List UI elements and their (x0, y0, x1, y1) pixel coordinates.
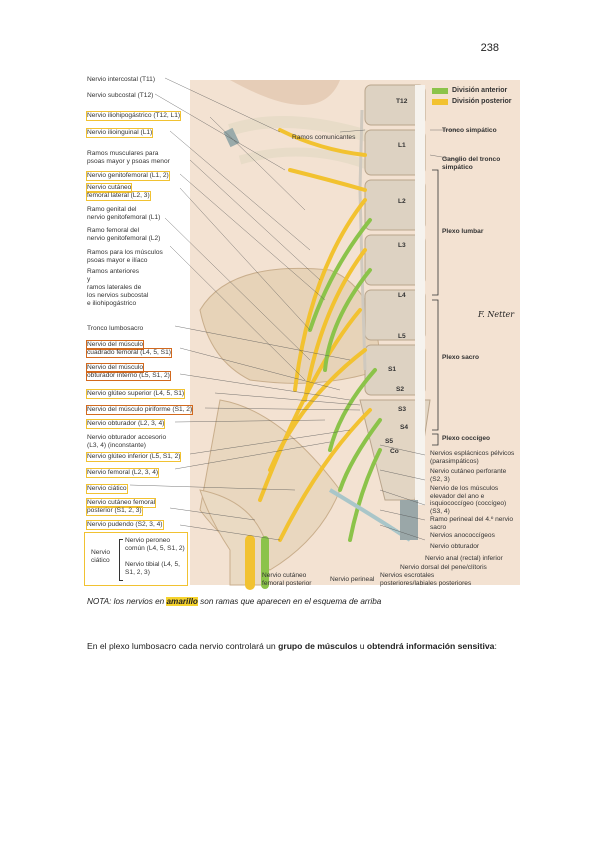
netter-signature: F. Netter (478, 310, 515, 319)
left-label: Nervio cutáneo femoral (85, 498, 157, 508)
left-label: Ramos para los músculos (87, 249, 163, 256)
sciatic-peroneal-label: Nervio peroneo común (L4, 5, S1, 2) (125, 537, 185, 552)
note-prefix: NOTA: los nervios en (87, 597, 167, 606)
left-label: Nervio subcostal (T12) (87, 92, 154, 99)
left-label: Nervio del músculo (85, 363, 145, 373)
left-label: y (87, 276, 91, 283)
left-label: Nervio iliohipogástrico (T12, L1) (85, 111, 182, 121)
paragraph-bold: grupo de músculos (278, 641, 358, 651)
note-text: NOTA: los nervios en amarillo son ramas … (87, 597, 381, 606)
left-label: nervio genitofemoral (L1) (87, 214, 161, 221)
label-escrotales: Nervios escrotales posteriores/labiales … (380, 572, 472, 587)
paragraph-text: En el plexo lumbosacro cada nervio contr… (87, 641, 279, 651)
vertebra-label: S3 (398, 406, 407, 413)
left-label: Nervio pudendo (S2, 3, 4) (86, 520, 164, 530)
vertebra-label: S1 (388, 366, 397, 373)
page-number: 238 (480, 42, 499, 54)
label-cutaneo-posterior: Nervio cutáneo femoral posterior (262, 572, 312, 587)
vertebra-label: L2 (398, 198, 406, 205)
left-label: psoas mayor y psoas menor (87, 158, 170, 165)
label-ganglio: Ganglio del tronco simpático (442, 156, 501, 171)
left-label: Ramo genital del (87, 206, 137, 213)
paragraph-text: : (494, 641, 497, 651)
legend-label-anterior: División anterior (452, 87, 508, 94)
left-label: nervio genitofemoral (L2) (87, 235, 161, 242)
paragraph-bold: obtendrá información sensitiva (366, 641, 495, 651)
left-label: Nervio del músculo piriforme (S1, 2) (85, 405, 194, 415)
left-label: Nervio cutáneo (85, 183, 133, 193)
vertebra-label: Co (390, 448, 399, 455)
label-tronco-simpatico: Tronco simpático (442, 127, 497, 134)
vertebra-label: S4 (400, 424, 409, 431)
label-plexo-sacro: Plexo sacro (442, 354, 480, 361)
left-label: Tronco lumbosacro (87, 325, 144, 332)
left-label: Nervio ciático (86, 484, 128, 494)
left-label: Nervio obturador (L2, 3, 4) (85, 419, 166, 429)
label-esplacnicos: Nervios esplácnicos pélvicos (parasimpát… (430, 450, 515, 465)
label-plexo-coccigeo: Plexo coccígeo (442, 435, 491, 442)
left-label: obturador interno (L5, S1, 2) (86, 371, 171, 381)
vertebra-label: L5 (398, 333, 406, 340)
vertebra-label: S2 (396, 386, 405, 393)
left-label: Ramos musculares para (87, 150, 159, 157)
label-anal: Nervio anal (rectal) inferior (425, 555, 503, 562)
label-dorsal: Nervio dorsal del pene/clítoris (400, 564, 487, 571)
left-label: Nervio femoral (L2, 3, 4) (85, 468, 160, 478)
label-plexo-lumbar: Plexo lumbar (442, 228, 484, 235)
vertebra-label: L4 (398, 292, 406, 299)
note-highlight: amarillo (166, 597, 198, 606)
vertebra-label: S5 (385, 438, 394, 445)
anatomy-figure: T12 L1 L2 L3 L4 L5 S1 S2 S3 S4 S5 Co Div… (80, 70, 520, 590)
label-elevador: Nervio de los músculos elevador del ano … (430, 485, 507, 515)
label-obturador: Nervio obturador (430, 543, 480, 550)
sciatic-parent-label: Nervio ciático (91, 549, 111, 564)
left-label: femoral lateral (L2, 3) (86, 191, 151, 201)
paragraph-text: u (357, 641, 367, 651)
note-suffix: son ramas que aparecen en el esquema de … (197, 597, 382, 606)
left-label: psoas mayor e ilíaco (87, 257, 148, 264)
left-label: los nervios subcostal (87, 292, 149, 299)
lumbosacral-plexus-illustration (129, 77, 520, 590)
vertebral-column (359, 84, 431, 505)
left-label: Nervio del músculo (85, 340, 145, 350)
left-label: Ramo femoral del (87, 227, 140, 234)
sciatic-group-box: Nervio ciático Nervio peroneo común (L4,… (84, 532, 188, 586)
vertebra-label: L1 (398, 142, 406, 149)
left-label: cuadrado femoral (L4, 5, S1) (86, 348, 172, 358)
left-label: Nervio glúteo inferior (L5, S1, 2) (85, 452, 182, 462)
left-label: Nervio intercostal (T11) (87, 76, 156, 83)
left-label: Ramos anteriores (87, 268, 140, 275)
left-label: Nervio genitofemoral (L1, 2) (86, 171, 170, 181)
label-perforante: Nervio cutáneo perforante (S2, 3) (430, 468, 507, 483)
legend-swatch-posterior (432, 99, 448, 105)
left-label: Nervio obturador accesorio (87, 434, 167, 441)
sciatic-bracket (119, 539, 123, 581)
label-ramos-comunicantes: Ramos comunicantes (292, 134, 356, 141)
left-label: ramos laterales de (87, 284, 142, 291)
left-label: posterior (S1, 2, 3) (86, 506, 143, 516)
legend-label-posterior: División posterior (452, 98, 512, 105)
left-label: Nervio ilioinguinal (L1) (85, 128, 154, 138)
vertebra-label: L3 (398, 242, 406, 249)
vertebra-label: T12 (396, 98, 408, 105)
label-perineal: Nervio perineal (330, 576, 375, 583)
left-label: Nervio glúteo superior (L4, 5, S1) (85, 389, 186, 399)
legend-swatch-anterior (432, 88, 448, 94)
sciatic-tibial-label: Nervio tibial (L4, 5, S1, 2, 3) (125, 561, 180, 576)
left-label: (L3, 4) (inconstante) (87, 442, 147, 449)
left-label: e iliohipogástrico (87, 300, 137, 307)
body-paragraph: En el plexo lumbosacro cada nervio contr… (87, 640, 517, 653)
label-anococcigeos: Nervios anococcígeos (430, 532, 495, 539)
label-perineal-ramo: Ramo perineal del 4.º nervio sacro (430, 516, 514, 531)
